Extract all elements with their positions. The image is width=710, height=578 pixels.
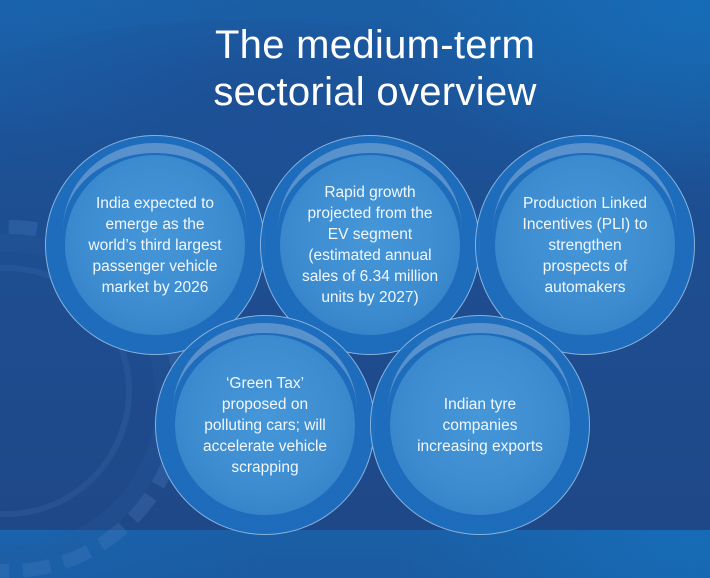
title-line-2: sectorial overview: [213, 70, 537, 114]
bubble-inner: Rapid growth projected from the EV segme…: [280, 155, 460, 335]
bubble-inner: ‘Green Tax’ proposed on polluting cars; …: [175, 335, 355, 515]
bubble-line: proposed on: [221, 395, 309, 413]
bubble-line: India expected to: [95, 194, 215, 212]
bubble-line: Production Linked: [522, 194, 648, 212]
title-line-1: The medium-term: [214, 23, 536, 67]
bubble-text: Rapid growth projected from the EV segme…: [290, 182, 450, 308]
bubble-line: Indian tyre: [443, 395, 517, 413]
bubble-green-tax: ‘Green Tax’ proposed on polluting cars; …: [155, 315, 375, 535]
bubble-line: companies: [442, 416, 518, 434]
slide: The medium-term sectorial overview India…: [0, 20, 695, 578]
bubble-text: Production Linked Incentives (PLI) to st…: [505, 193, 665, 298]
bubble-text: Indian tyre companies increasing exports: [400, 394, 560, 457]
bubble-inner: Indian tyre companies increasing exports: [390, 335, 570, 515]
bubble-line: prospects of: [542, 257, 628, 275]
bubble-text: India expected to emerge as the world’s …: [75, 193, 235, 298]
bubble-text: ‘Green Tax’ proposed on polluting cars; …: [185, 373, 345, 478]
bubble-line: market by 2026: [101, 278, 209, 296]
bubble-line: polluting cars; will: [204, 416, 326, 434]
bubble-line: projected from the: [307, 205, 433, 222]
bubble-line: scrapping: [231, 458, 299, 476]
bubble-line: sales of 6.34 million: [301, 268, 439, 285]
bubble-line: strengthen: [548, 236, 622, 254]
bubble-line: world’s third largest: [88, 236, 222, 254]
bubble-line: Rapid growth: [324, 184, 416, 201]
bubble-ev-segment-growth: Rapid growth projected from the EV segme…: [260, 135, 480, 355]
bubble-line: (estimated annual: [308, 247, 432, 264]
bubble-pli-incentives: Production Linked Incentives (PLI) to st…: [475, 135, 695, 355]
bubble-inner: India expected to emerge as the world’s …: [65, 155, 245, 335]
bubble-line: EV segment: [327, 226, 413, 243]
bubble-line: units by 2027): [321, 289, 419, 306]
bubble-line: increasing exports: [417, 437, 543, 455]
bubble-line: Incentives (PLI) to: [522, 215, 648, 233]
slide-title: The medium-term sectorial overview: [190, 22, 560, 116]
bubble-line: ‘Green Tax’: [225, 374, 305, 392]
bubble-tyre-exports: Indian tyre companies increasing exports: [370, 315, 590, 535]
bubble-line: accelerate vehicle: [202, 437, 328, 455]
bubble-line: emerge as the: [105, 215, 205, 233]
bubble-line: passenger vehicle: [92, 257, 218, 275]
bubble-inner: Production Linked Incentives (PLI) to st…: [495, 155, 675, 335]
bubble-line: automakers: [544, 278, 626, 296]
